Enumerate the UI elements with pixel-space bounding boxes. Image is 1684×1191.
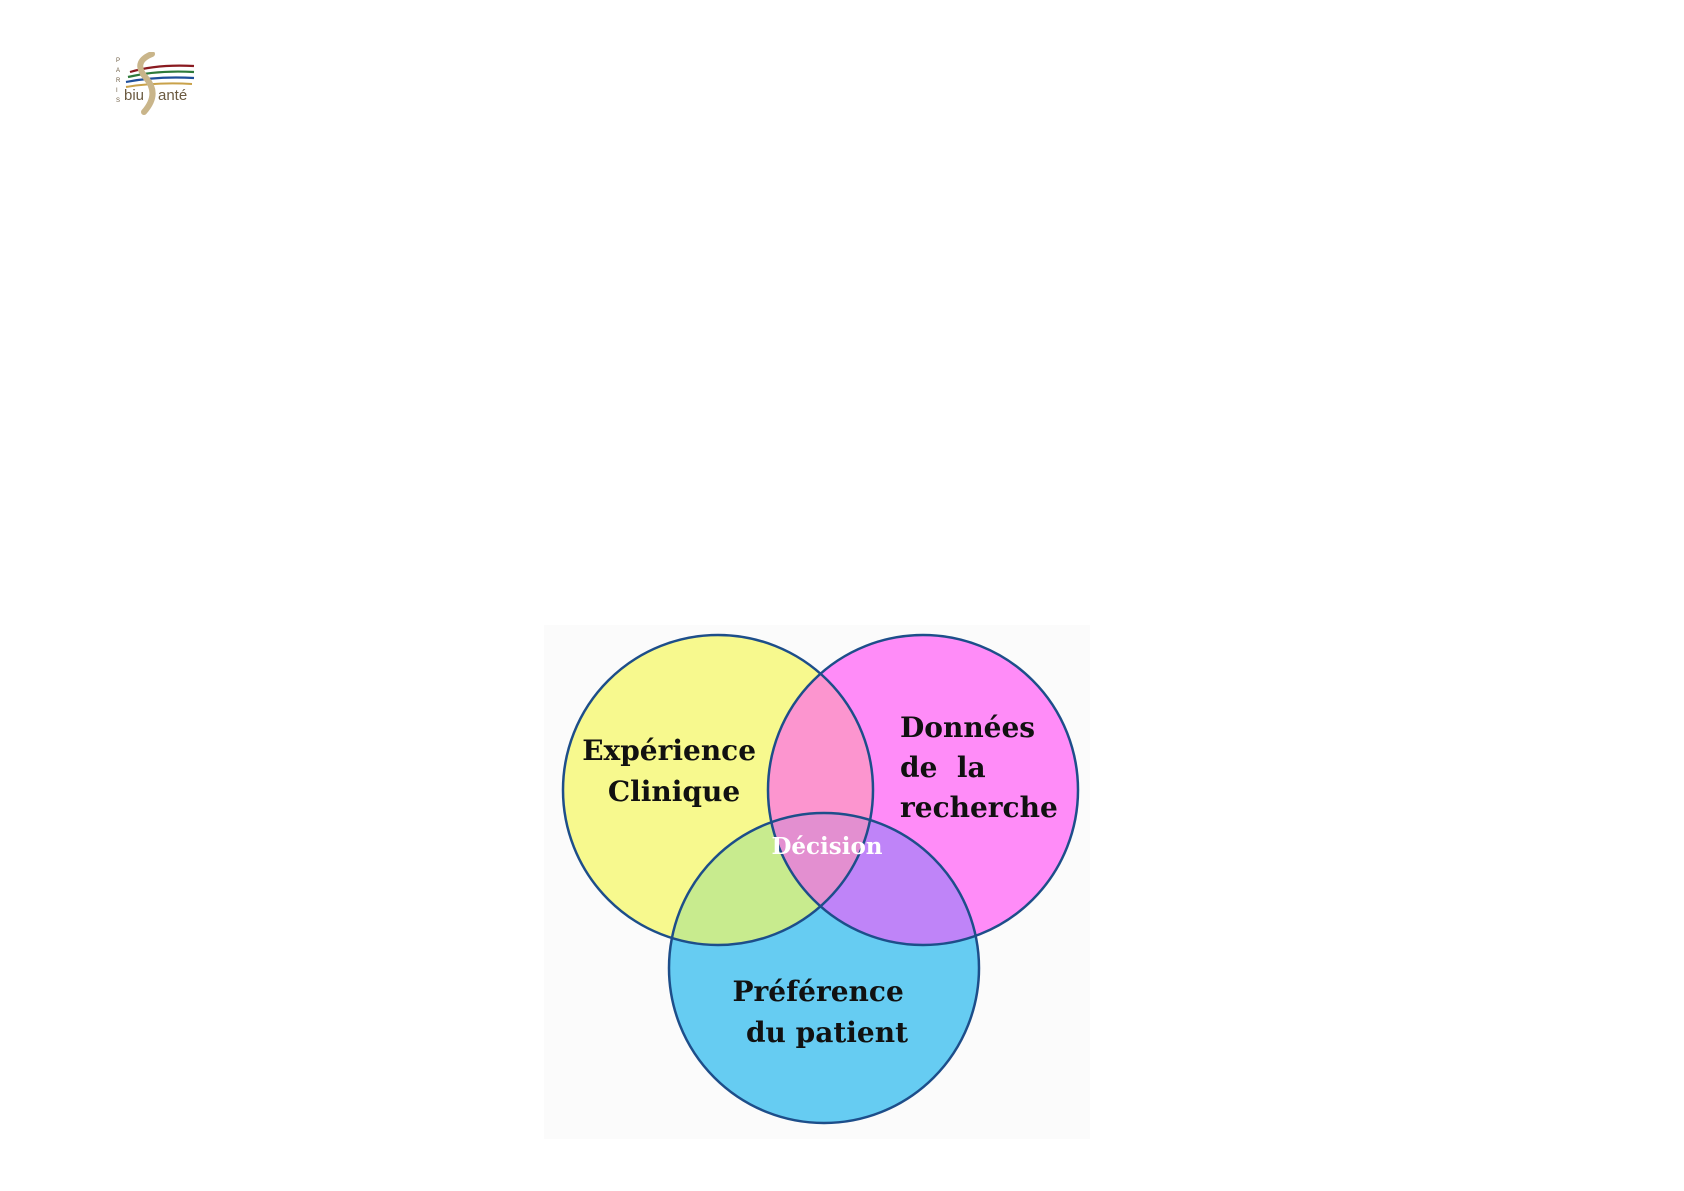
logo-word-right: anté — [158, 87, 187, 104]
logo-word-left: biu — [124, 87, 144, 104]
venn-diagram: Expérience Clinique Données de la recher… — [544, 625, 1090, 1139]
logo-letter: A — [116, 68, 120, 74]
venn-diagram-svg: Expérience Clinique Données de la recher… — [544, 625, 1090, 1139]
label-research-line: Données — [900, 711, 1035, 744]
label-research-line: recherche — [900, 791, 1058, 824]
label-patient-line: Préférence — [732, 975, 903, 1008]
label-clinical-line: Expérience — [582, 734, 756, 767]
label-decision: Décision — [771, 833, 882, 860]
biusante-logo-image: P A R I S biu anté — [112, 52, 202, 118]
label-patient-line: du patient — [746, 1016, 908, 1049]
biusante-logo: P A R I S biu anté — [112, 52, 202, 118]
logo-letter: S — [116, 98, 120, 104]
label-research-line: de la — [900, 751, 986, 784]
logo-letter: I — [116, 88, 118, 94]
logo-letter: P — [116, 58, 120, 64]
logo-letter: R — [116, 78, 121, 84]
label-clinical-line: Clinique — [608, 775, 740, 808]
